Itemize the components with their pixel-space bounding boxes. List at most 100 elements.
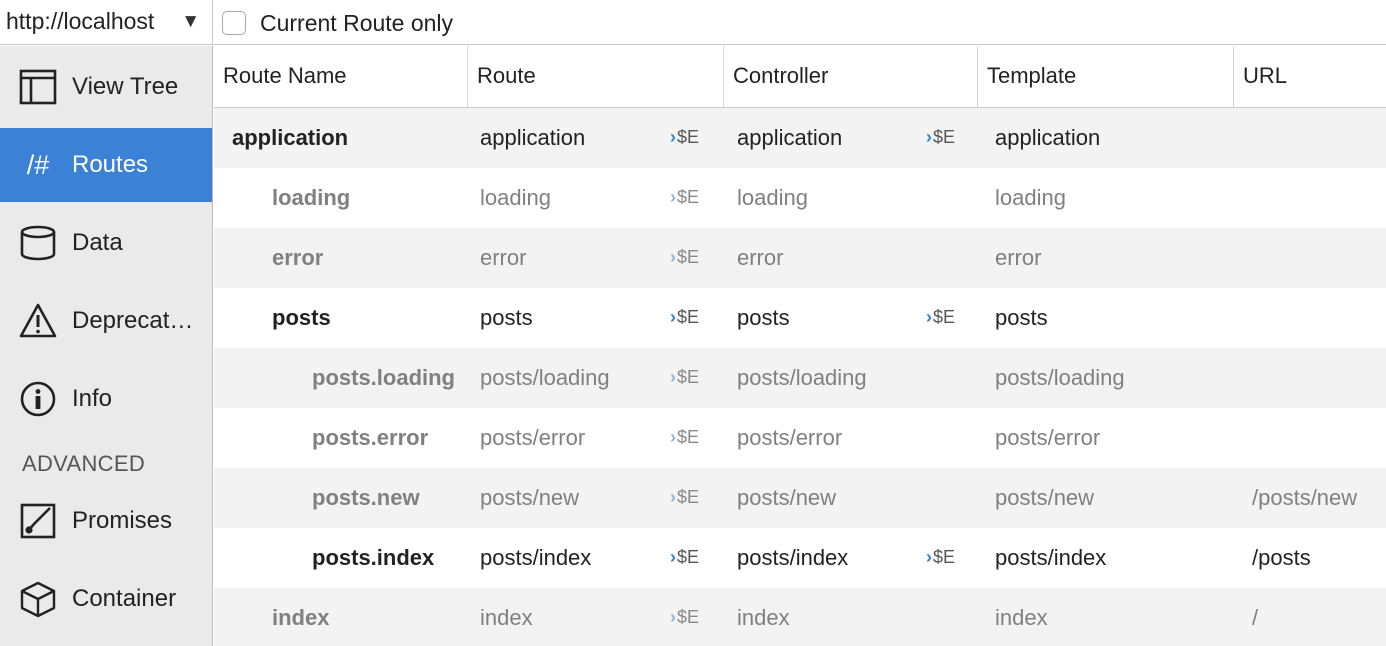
- chevron-right-icon: ›: [670, 367, 676, 387]
- inspect-label: $E: [677, 487, 700, 507]
- sidebar-item-label: Deprecat…: [72, 307, 194, 334]
- chevron-right-icon: ›: [670, 307, 676, 327]
- inspect-route-button[interactable]: ›$E: [670, 528, 699, 588]
- inspect-route-button[interactable]: ›$E: [670, 288, 699, 348]
- inspect-label: $E: [677, 367, 700, 387]
- chevron-right-icon: ›: [670, 427, 676, 447]
- sidebar-item-container[interactable]: Container: [0, 562, 212, 636]
- routes-table-header: Route Name Route Controller Template URL: [214, 46, 1386, 108]
- inspect-route-button[interactable]: ›$E: [670, 468, 699, 528]
- info-icon: [18, 379, 58, 419]
- column-header-controller[interactable]: Controller: [723, 46, 977, 107]
- route-name-cell: posts.loading: [312, 365, 455, 390]
- route-name-cell: loading: [272, 185, 351, 210]
- route-name-cell: posts.error: [312, 425, 429, 450]
- chevron-right-icon: ›: [670, 127, 676, 147]
- chevron-right-icon: ›: [926, 547, 932, 567]
- column-header-url[interactable]: URL: [1233, 46, 1386, 107]
- sidebar-item-label: View Tree: [72, 73, 179, 100]
- controller-cell: posts/loading: [737, 365, 867, 390]
- current-route-checkbox[interactable]: [222, 11, 246, 35]
- inspect-label: $E: [933, 547, 956, 567]
- sidebar-item-deprecations[interactable]: Deprecat…: [0, 284, 212, 358]
- template-cell: loading: [995, 185, 1066, 210]
- sidebar-item-routes[interactable]: /# Routes: [0, 128, 212, 202]
- url-cell[interactable]: /posts/new: [1252, 485, 1358, 510]
- container-icon: [18, 579, 58, 619]
- sidebar-item-promises[interactable]: Promises: [0, 484, 212, 558]
- route-cell: index: [480, 605, 533, 630]
- route-name-cell: error: [272, 245, 324, 270]
- promises-icon: [18, 501, 58, 541]
- template-cell: posts/loading: [995, 365, 1125, 390]
- inspect-controller-button[interactable]: ›$E: [926, 528, 955, 588]
- inspect-controller-button[interactable]: ›$E: [926, 288, 955, 348]
- data-icon: [18, 223, 58, 263]
- view-tree-icon: [18, 67, 58, 107]
- inspect-label: $E: [933, 307, 956, 327]
- chevron-right-icon: ›: [670, 487, 676, 507]
- inspect-label: $E: [677, 127, 700, 147]
- url-cell[interactable]: /posts: [1252, 545, 1311, 570]
- inspect-route-button[interactable]: ›$E: [670, 588, 699, 646]
- controller-cell: posts/index: [737, 545, 849, 570]
- current-route-filter[interactable]: Current Route only: [222, 9, 453, 37]
- inspect-label: $E: [677, 607, 700, 627]
- url-cell[interactable]: /: [1252, 605, 1259, 630]
- chevron-right-icon: ›: [670, 247, 676, 267]
- template-cell: posts/error: [995, 425, 1101, 450]
- controller-cell: error: [737, 245, 784, 270]
- sidebar-item-label: Routes: [72, 151, 149, 178]
- inspect-route-button[interactable]: ›$E: [670, 408, 699, 468]
- controller-cell: posts/new: [737, 485, 837, 510]
- route-cell: loading: [480, 185, 551, 210]
- route-cell: posts: [480, 305, 533, 330]
- route-name-cell: posts: [272, 305, 331, 330]
- chevron-right-icon: ›: [670, 607, 676, 627]
- sidebar: View Tree /# Routes Data Deprecat… Info …: [0, 46, 213, 646]
- route-cell: posts/index: [480, 545, 592, 570]
- sidebar-item-view-tree[interactable]: View Tree: [0, 50, 212, 124]
- inspect-label: $E: [677, 247, 700, 267]
- sidebar-item-label: Data: [72, 229, 123, 256]
- inspect-label: $E: [677, 187, 700, 207]
- sidebar-item-data[interactable]: Data: [0, 206, 212, 280]
- column-header-route[interactable]: Route: [467, 46, 723, 107]
- chevron-right-icon: ›: [670, 187, 676, 207]
- sidebar-item-label: Info: [72, 385, 113, 412]
- chevron-down-icon: ▼: [181, 11, 200, 32]
- current-route-label[interactable]: Current Route only: [260, 9, 454, 36]
- chevron-right-icon: ›: [926, 307, 932, 327]
- column-header-template[interactable]: Template: [977, 46, 1233, 107]
- inspect-controller-button[interactable]: ›$E: [926, 108, 955, 168]
- template-cell: posts: [995, 305, 1048, 330]
- inspect-label: $E: [933, 127, 956, 147]
- route-cell: posts/new: [480, 485, 580, 510]
- inspect-route-button[interactable]: ›$E: [670, 228, 699, 288]
- advanced-section-label: ADVANCED: [22, 451, 146, 476]
- app-url-select[interactable]: http://localhost ▼: [0, 0, 213, 45]
- inspect-label: $E: [677, 547, 700, 567]
- chevron-right-icon: ›: [926, 127, 932, 147]
- column-header-route-name[interactable]: Route Name: [223, 63, 347, 88]
- template-cell: index: [995, 605, 1048, 630]
- route-cell: application: [480, 125, 586, 150]
- template-cell: error: [995, 245, 1042, 270]
- template-cell: posts/index: [995, 545, 1107, 570]
- route-name-cell: index: [272, 605, 330, 630]
- inspect-route-button[interactable]: ›$E: [670, 108, 699, 168]
- inspect-route-button[interactable]: ›$E: [670, 348, 699, 408]
- inspect-route-button[interactable]: ›$E: [670, 168, 699, 228]
- controller-cell: loading: [737, 185, 808, 210]
- template-cell: application: [995, 125, 1101, 150]
- warning-icon: [18, 301, 58, 341]
- controller-cell: posts: [737, 305, 790, 330]
- sidebar-item-info[interactable]: Info: [0, 362, 212, 436]
